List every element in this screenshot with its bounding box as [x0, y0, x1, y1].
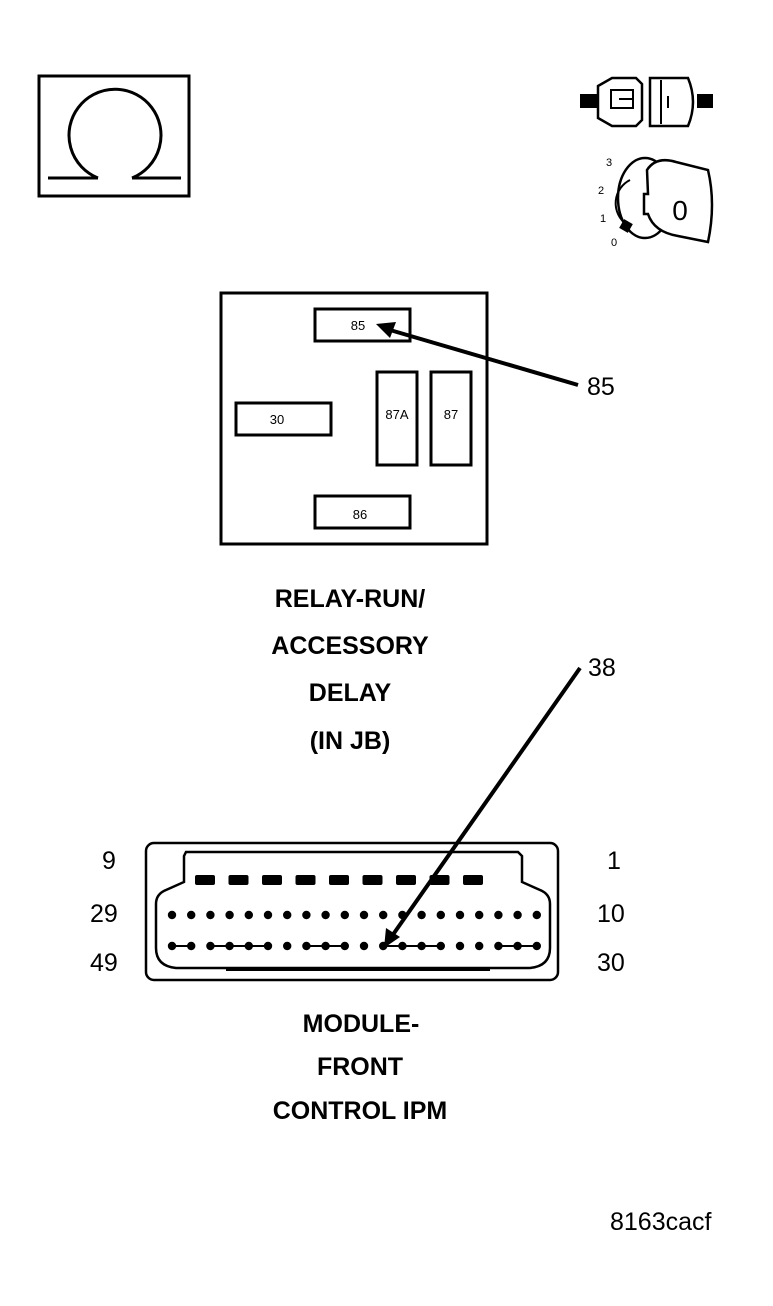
connector-slot-pin [262, 875, 282, 885]
connector-slot-pin [463, 875, 483, 885]
ignition-key-off-icon: 0 3 2 1 0 [598, 156, 714, 249]
module-title-line-1: MODULE- [303, 1010, 420, 1038]
relay-terminal-87 [429, 370, 473, 467]
connector-round-pin [283, 941, 292, 951]
connector-slot-pin [295, 875, 316, 885]
connector-round-pin [494, 910, 503, 920]
connector-round-pin [206, 910, 215, 920]
connector-round-pin [436, 910, 445, 920]
ignition-pos-1: 1 [600, 213, 606, 225]
figure-id: 8163cacf [610, 1208, 712, 1236]
connector-slot-pin [362, 875, 383, 885]
connector-round-pin [302, 910, 311, 920]
connector-round-pin [417, 910, 426, 920]
module-callout-arrow [384, 666, 582, 948]
pin-label-10: 10 [597, 900, 625, 928]
connector-round-pin [359, 910, 369, 920]
ignition-pos-2: 2 [598, 185, 604, 197]
relay-title-line-3: DELAY [309, 679, 392, 707]
connector-round-pin [513, 910, 522, 920]
connector-round-pin [206, 941, 215, 951]
connector-round-pin [302, 941, 311, 951]
connector-round-pin [263, 941, 273, 951]
relay-terminal-85-label: 85 [351, 318, 365, 333]
connector-round-pin [455, 941, 465, 951]
connector-round-pin [187, 910, 196, 920]
connector-round-pin [263, 910, 273, 920]
pin-label-9: 9 [102, 847, 116, 875]
connector-round-pin [340, 941, 349, 951]
module-connector [144, 841, 560, 982]
connector-round-pin [455, 910, 465, 920]
connector-round-pin [532, 910, 541, 920]
connector-round-pin [321, 941, 330, 951]
pin-label-29: 29 [90, 900, 118, 928]
relay-terminal-86 [313, 494, 412, 530]
relay-callout-label: 85 [587, 373, 615, 401]
connector-slot-pin [228, 875, 249, 885]
connector-round-pin [379, 910, 388, 920]
relay-run-accessory-delay: 85 30 87A 87 86 [219, 291, 489, 546]
relay-callout-arrow [376, 322, 579, 387]
ignition-pos-3: 3 [606, 157, 612, 169]
relay-title-line-4: (IN JB) [310, 727, 391, 755]
connector-round-pin [244, 941, 253, 951]
relay-terminal-87a [375, 370, 419, 467]
connector-round-pin [225, 910, 234, 920]
connector-round-pin [321, 910, 330, 920]
pin-label-30: 30 [597, 949, 625, 977]
connector-round-pin [167, 941, 177, 951]
connector-round-pin [417, 941, 426, 951]
module-title-line-3: CONTROL IPM [273, 1097, 448, 1125]
connector-round-pin [398, 941, 407, 951]
connector-pin-field [167, 875, 541, 951]
ignition-key-label: 0 [672, 195, 688, 226]
connector-round-pin [225, 941, 234, 951]
pin-label-1: 1 [607, 847, 621, 875]
relay-title-line-2: ACCESSORY [271, 632, 429, 660]
connector-round-pin [359, 941, 369, 951]
connector-slot-pin [396, 875, 416, 885]
relay-terminal-87a-label: 87A [385, 407, 408, 422]
relay-title-line-1: RELAY-RUN/ [275, 585, 426, 613]
connector-round-pin [475, 910, 484, 920]
connector-slot-pin [329, 875, 349, 885]
module-callout-label: 38 [588, 654, 616, 682]
relay-terminal-30-label: 30 [270, 412, 284, 427]
ohmmeter-icon [37, 74, 191, 198]
disconnected-connector-icon [580, 76, 713, 128]
connector-round-pin [475, 941, 484, 951]
connector-round-pin [187, 941, 196, 951]
connector-round-pin [244, 910, 253, 920]
connector-round-pin [532, 941, 541, 951]
connector-round-pin [283, 910, 292, 920]
connector-round-pin [340, 910, 349, 920]
relay-terminal-30 [234, 401, 333, 437]
connector-round-pin [167, 910, 177, 920]
ignition-pos-0: 0 [611, 237, 617, 249]
connector-round-pin [513, 941, 522, 951]
relay-terminal-87-label: 87 [444, 407, 458, 422]
connector-slot-pin [195, 875, 215, 885]
connector-round-pin [494, 941, 503, 951]
connector-round-pin [436, 941, 445, 951]
pin-label-49: 49 [90, 949, 118, 977]
module-title-line-2: FRONT [317, 1053, 403, 1081]
relay-terminal-86-label: 86 [353, 507, 367, 522]
